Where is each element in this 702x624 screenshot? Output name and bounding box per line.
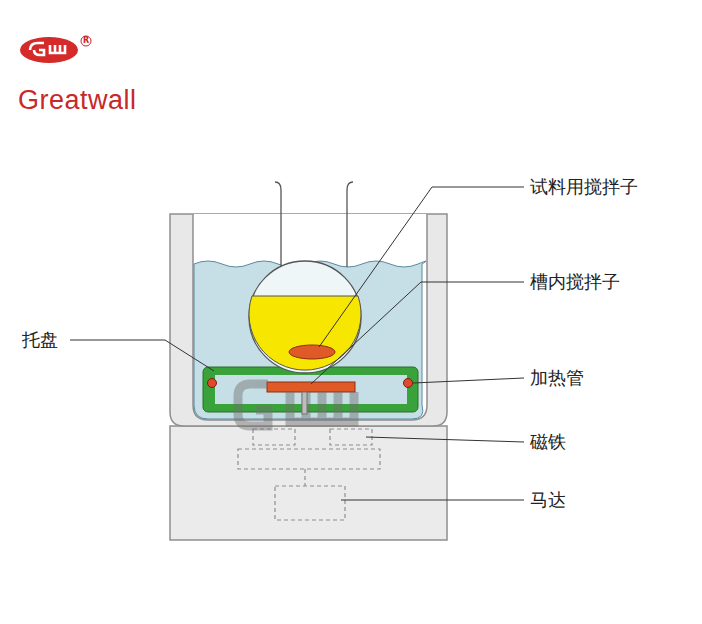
magnet (330, 429, 372, 445)
sample-stirrer (289, 345, 335, 359)
magnet (253, 429, 295, 445)
bath-inner (193, 214, 427, 420)
heater-tube (404, 379, 413, 388)
leader-line (366, 437, 524, 442)
part-label: 磁铁 (530, 431, 566, 453)
logo-oval (20, 37, 78, 63)
leader-line (70, 340, 214, 371)
leader-line (341, 500, 524, 501)
motor (275, 486, 345, 520)
part-label: 槽内搅拌子 (530, 271, 620, 293)
flask-hook (275, 182, 353, 190)
registered-mark: R (83, 36, 89, 46)
flask (249, 261, 361, 373)
leader-line (311, 282, 524, 384)
flask-neck (280, 190, 281, 267)
bath-housing (170, 214, 447, 426)
reg-circle (81, 36, 91, 46)
logo-mark (30, 43, 65, 55)
part-label: 马达 (530, 489, 566, 511)
heater-tube (208, 379, 217, 388)
brand-name: Greatwall (18, 84, 137, 116)
motor-shaft (304, 469, 305, 486)
leader-line (413, 378, 524, 383)
sample-liquid (249, 296, 361, 370)
part-label: 试料用搅拌子 (530, 176, 638, 198)
part-label: 加热管 (530, 367, 584, 389)
watermark (238, 384, 354, 426)
part-label: 托盘 (22, 329, 58, 351)
magnet-holder (238, 449, 380, 469)
base-unit (170, 426, 447, 540)
leader-line (319, 187, 524, 347)
flask-neck (346, 190, 347, 267)
